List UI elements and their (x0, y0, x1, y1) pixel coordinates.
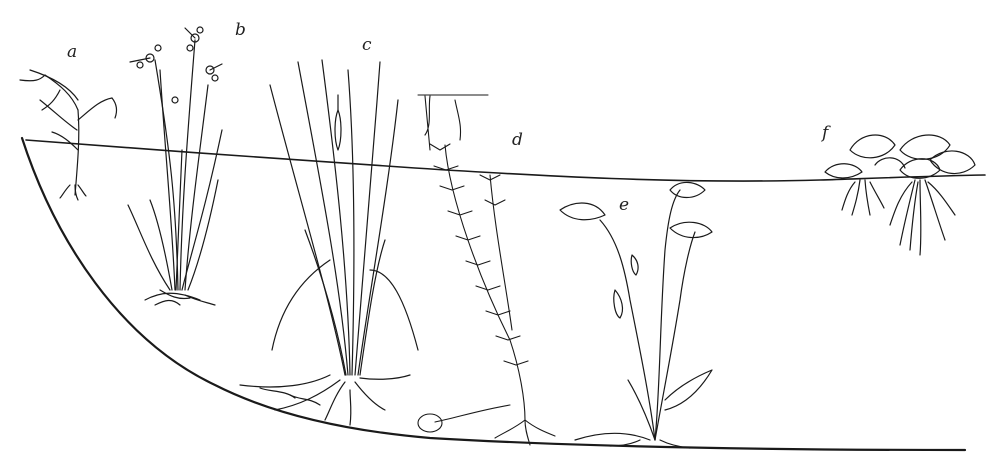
label-d: d (512, 132, 523, 149)
plant-b (128, 27, 222, 305)
label-c: c (362, 37, 372, 54)
label-f: f (822, 125, 828, 142)
plant-d (418, 95, 555, 445)
plant-a (20, 70, 116, 200)
plant-f (825, 135, 975, 255)
label-a: a (67, 44, 77, 61)
label-b: b (235, 22, 246, 39)
label-e: e (619, 197, 629, 214)
plant-e (560, 182, 712, 448)
plant-c (240, 60, 418, 425)
